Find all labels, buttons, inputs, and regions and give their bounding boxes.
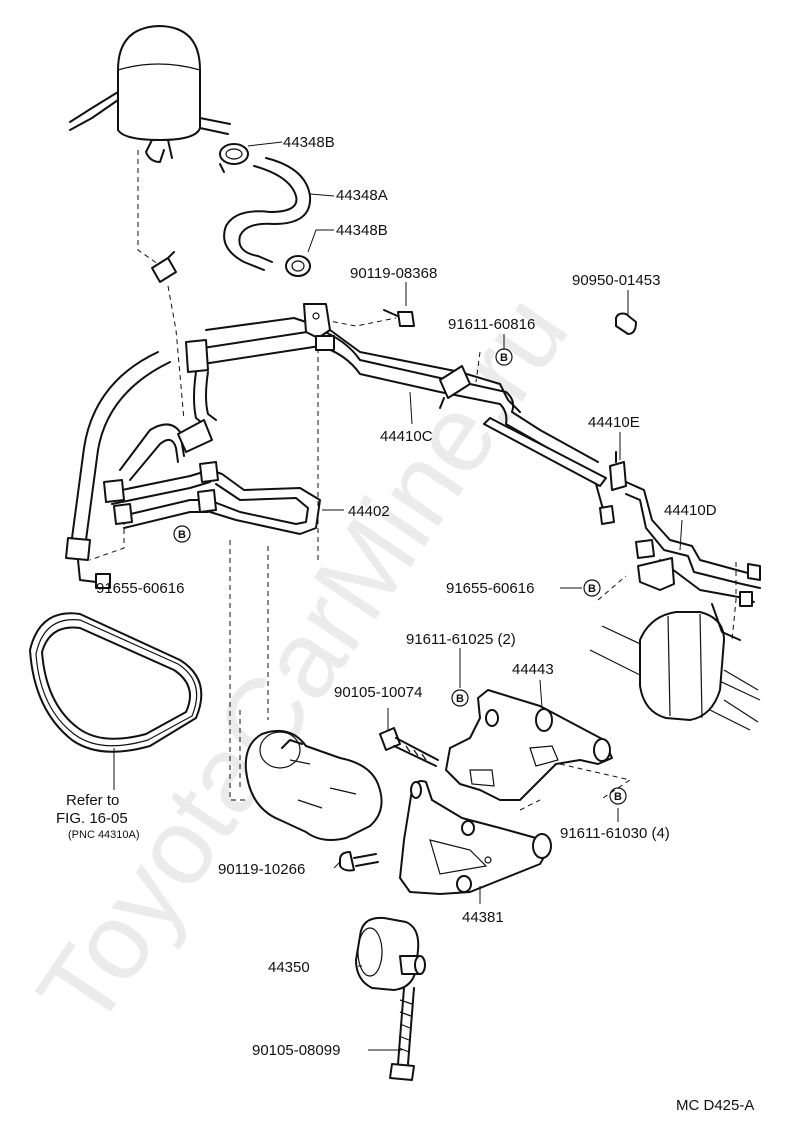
label-cap: 90950-01453 <box>572 272 660 289</box>
label-bolt-b-mid: 91611-61025 (2) <box>406 631 516 648</box>
bracket-44443 <box>445 689 613 801</box>
b-marker-label: B <box>178 529 186 541</box>
reference-lines <box>89 150 737 811</box>
bolt-90119-10266 <box>339 851 379 872</box>
label-clamp-top: 44348B <box>283 134 335 151</box>
return-hose <box>223 157 312 271</box>
leader-lines <box>113 141 683 1051</box>
label-gasket-left: 91655-60616 <box>96 580 184 597</box>
b-marker-5: B <box>609 787 627 805</box>
label-bolt-pulley: 90105-08099 <box>252 1042 340 1059</box>
b-marker-label: B <box>588 583 596 595</box>
pressure-tube-44410d <box>625 481 761 607</box>
tube-assembly-44402 <box>103 371 321 535</box>
label-bracket-lower: 44381 <box>462 909 504 926</box>
hose-clamp-bottom <box>285 255 311 277</box>
cap-90950-01453 <box>615 312 637 335</box>
b-marker-label: B <box>500 352 508 364</box>
bolt-90105-10074 <box>379 727 439 767</box>
label-gasket-right: 91655-60616 <box>446 580 534 597</box>
b-marker-3: B <box>583 579 601 597</box>
label-bolt-bracket: 90119-10266 <box>218 861 305 878</box>
b-marker-label: B <box>614 791 622 803</box>
watermark: ToyotaCarMine.ru <box>14 274 591 1048</box>
b-marker-2: B <box>173 525 191 543</box>
tube-sleeve <box>483 417 615 525</box>
label-hose: 44348A <box>336 187 388 204</box>
fitting-44410e <box>609 451 627 491</box>
pulley-44350 <box>355 916 426 991</box>
label-bracket-upper: 44443 <box>512 661 554 678</box>
refer-note-line2: FIG. 16-05 <box>56 810 128 827</box>
vane-pump <box>244 730 383 841</box>
tube-clamp <box>439 365 471 409</box>
drive-belt <box>29 612 203 753</box>
label-tube-c: 44410C <box>380 428 433 445</box>
label-clamp-bottom: 44348B <box>336 222 388 239</box>
reservoir-union <box>151 251 177 283</box>
label-bolt-clamp: 90119-08368 <box>350 265 437 282</box>
label-pulley: 44350 <box>268 959 310 976</box>
b-marker-4: B <box>451 689 469 707</box>
label-tube-e: 44410E <box>588 414 640 431</box>
label-bolt-b-low: 91611-61030 (4) <box>560 825 670 842</box>
steering-gear-housing <box>589 603 761 731</box>
b-marker-label: B <box>456 693 464 705</box>
label-tube-assembly: 44402 <box>348 503 390 520</box>
tube-bracket-top <box>303 303 335 351</box>
label-bolt-long: 90105-10074 <box>334 684 422 701</box>
pressure-hose-left <box>65 351 171 589</box>
refer-note-line1: Refer to <box>66 792 119 809</box>
figure-id: MC D425-A <box>676 1097 754 1114</box>
label-tube-d: 44410D <box>664 502 717 519</box>
refer-note-line3: (PNC 44310A) <box>68 829 140 841</box>
bolt-90105-08099 <box>389 987 415 1081</box>
b-marker-1: B <box>495 348 513 366</box>
bolt-90119-08368 <box>383 309 415 327</box>
reservoir-tank <box>69 25 231 163</box>
bracket-44381 <box>399 780 552 895</box>
hose-clamp-top <box>219 143 249 173</box>
label-bolt-b-top: 91611-60816 <box>448 316 535 333</box>
